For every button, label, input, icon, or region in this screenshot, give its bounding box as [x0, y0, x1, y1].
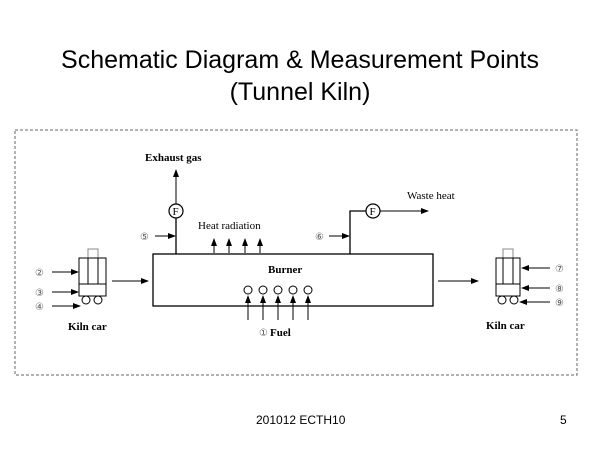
measurement-point-9: ⑨ [555, 298, 564, 309]
burner-nozzle-icon [273, 285, 283, 295]
waste-heat-label: Waste heat [407, 190, 455, 202]
footer-id: 201012 ECTH10 [256, 413, 346, 427]
burner-nozzle-icon [303, 285, 313, 295]
measurement-point-6: ⑥ [315, 232, 324, 243]
diagram-frame [14, 129, 578, 376]
wheel-icon [497, 295, 507, 305]
heat-radiation-arrows [211, 238, 263, 253]
burner-nozzles [243, 285, 313, 295]
measurement-point-2: ② [35, 268, 44, 279]
fuel-label: Fuel [270, 327, 291, 339]
flow-meter-left-label: F [173, 206, 179, 218]
kiln-car-left [78, 248, 107, 305]
slide-title-line1: Schematic Diagram & Measurement Points [61, 46, 539, 74]
wheel-icon [93, 295, 103, 305]
slide-title-line2: (Tunnel Kiln) [229, 78, 371, 106]
page-number: 5 [560, 413, 567, 427]
fuel-arrows [245, 295, 311, 320]
kiln-car-right-label: Kiln car [486, 320, 525, 332]
wheel-icon [81, 295, 91, 305]
burner-nozzle-icon [288, 285, 298, 295]
kiln-car-left-label: Kiln car [68, 321, 107, 333]
waste-heat-duct [349, 210, 366, 254]
burner-nozzle-icon [243, 285, 253, 295]
measurement-point-1: ① [259, 328, 268, 339]
flow-meter-right-label: F [370, 206, 376, 218]
kiln-car-right [495, 248, 521, 305]
burner-nozzle-icon [258, 285, 268, 295]
burner-label: Burner [268, 264, 302, 276]
wheel-icon [509, 295, 519, 305]
measurement-point-3: ③ [35, 288, 44, 299]
heat-radiation-label: Heat radiation [198, 220, 261, 232]
measurement-point-8: ⑧ [555, 284, 564, 295]
exhaust-gas-label: Exhaust gas [145, 152, 202, 164]
measurement-point-4: ④ [35, 302, 44, 313]
measurement-point-5: ⑤ [140, 232, 149, 243]
measurement-point-7: ⑦ [555, 264, 564, 275]
